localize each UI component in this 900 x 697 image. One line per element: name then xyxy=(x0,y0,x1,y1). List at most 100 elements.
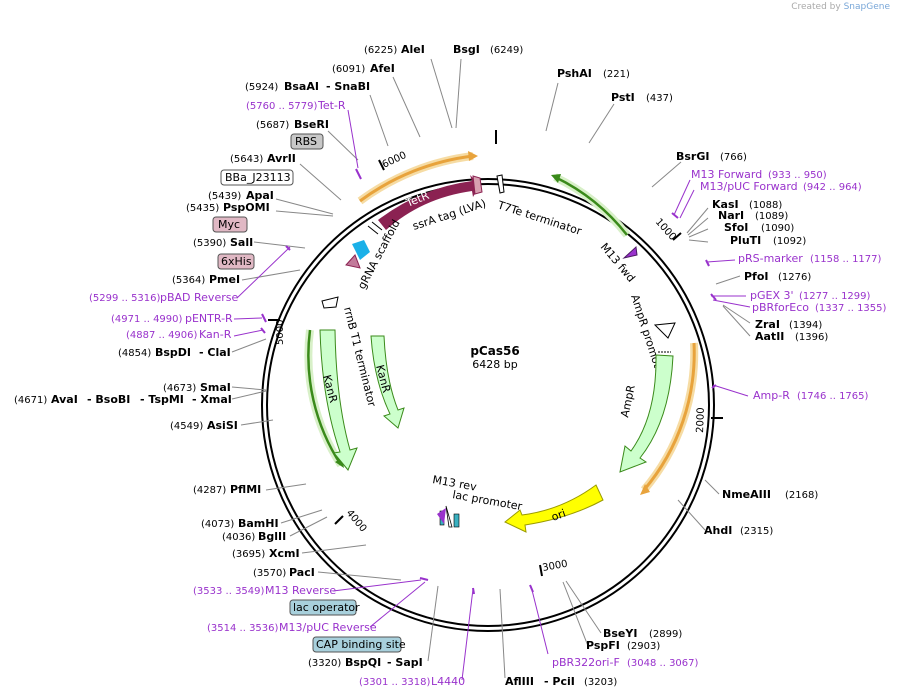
site-asisi-num: (4549) xyxy=(170,421,203,432)
box-rbs: RBS xyxy=(290,133,324,150)
site-bsrgi: BsrGI xyxy=(676,150,709,163)
svg-text:Myc: Myc xyxy=(218,218,240,231)
site-bsgi: BsgI xyxy=(453,43,480,56)
snapgene-credit: Created by SnapGene xyxy=(791,2,890,12)
site-snabi: - SnaBI xyxy=(326,80,370,93)
svg-text:BBa_J23113: BBa_J23113 xyxy=(225,171,291,184)
feature-rrnb xyxy=(321,296,339,309)
site-avrii-num: (5643) xyxy=(230,154,263,165)
svg-text:RBS: RBS xyxy=(295,135,317,148)
site-pspfi-num: (2903) xyxy=(627,641,660,652)
feature-lac-promoter-label: lac promoter xyxy=(451,488,523,513)
site-bsgi-num: (6249) xyxy=(490,45,523,56)
site-alei: AleI xyxy=(401,43,425,56)
site-bseyi-num: (2899) xyxy=(649,629,682,640)
site-nmeaiii-num: (2168) xyxy=(785,490,818,501)
site-clai: - ClaI xyxy=(199,346,231,359)
site-asisi: AsiSI xyxy=(207,419,238,432)
primer-m13-forward-num: (933 .. 950) xyxy=(768,170,827,181)
feature-m13rev xyxy=(437,508,446,524)
backbone-inner xyxy=(266,183,710,627)
feature-kanr-inner-label: KanR xyxy=(373,363,393,394)
site-xcmi: XcmI xyxy=(269,547,300,560)
box-6xhis: 6xHis xyxy=(217,253,255,270)
site-bsaai-num: (5924) xyxy=(245,82,278,93)
site-sfoi-num: (1090) xyxy=(761,223,794,234)
primer-m13puc-forward-num: (942 .. 964) xyxy=(803,182,862,193)
feature-ori xyxy=(504,484,604,533)
snapgene-logo-text: SnapGene xyxy=(843,2,890,12)
site-aatii: AatII xyxy=(755,330,784,343)
site-nmeaiii: NmeAIII xyxy=(722,488,771,501)
site-avai: AvaI xyxy=(51,393,78,406)
feature-m13fwd-label: M13 fwd xyxy=(598,241,638,285)
site-pflmi: PflMI xyxy=(230,483,261,496)
site-pfoi-num: (1276) xyxy=(778,272,811,283)
site-bspdi-num: (4854) xyxy=(118,348,151,359)
primer-m13-forward: M13 Forward xyxy=(691,168,762,181)
primer-m13puc-forward: M13/pUC Forward xyxy=(700,180,798,193)
primer-m13-reverse: M13 Reverse xyxy=(265,584,336,597)
site-pmei: PmeI xyxy=(209,273,240,286)
feature-ori-label: ori xyxy=(550,507,568,524)
site-pluti: PluTI xyxy=(730,234,761,247)
tick-6000: 6000 xyxy=(381,150,409,171)
tick-2000: 2000 xyxy=(695,407,707,433)
site-smai: SmaI xyxy=(200,381,231,394)
backbone-outer xyxy=(261,178,715,632)
box-myc: Myc xyxy=(212,216,248,233)
tick-3000: 3000 xyxy=(542,559,569,574)
plasmid-length: 6428 bp xyxy=(472,358,517,371)
feature-ampr xyxy=(619,354,674,473)
site-xmai: - XmaI xyxy=(192,393,232,406)
box-bba: BBa_J23113 xyxy=(220,169,294,186)
site-avai-num: (4671) xyxy=(14,395,47,406)
site-psti-num: (437) xyxy=(646,93,673,104)
site-afei-num: (6091) xyxy=(332,64,365,75)
primer-pbad-reverse: pBAD Reverse xyxy=(160,291,238,304)
site-bspdi: BspDI xyxy=(155,346,191,359)
feature-ssra xyxy=(472,175,483,195)
feature-grna-scaffold xyxy=(345,254,361,269)
site-pmei-num: (5364) xyxy=(172,275,205,286)
box-cap-site: CAP binding site xyxy=(312,636,406,653)
feature-cyan-marker xyxy=(352,240,370,260)
site-tspmi: - TspMI xyxy=(140,393,184,406)
site-bsrgi-num: (766) xyxy=(720,152,747,163)
site-bamhi-num: (4073) xyxy=(201,519,234,530)
primer-m13puc-reverse: M13/pUC Reverse xyxy=(279,621,377,634)
site-bseri-num: (5687) xyxy=(256,120,289,131)
primer-kan-r: Kan-R xyxy=(199,328,232,341)
site-pcii: - PciI xyxy=(544,675,575,688)
primer-pentr-r-num: (4971 .. 4990) xyxy=(111,314,183,325)
tick-4000: 4000 xyxy=(344,508,369,535)
primer-tetr: Tet-R xyxy=(317,99,346,112)
feature-t7te xyxy=(496,174,505,194)
feature-ampr-promoter xyxy=(653,322,676,339)
site-paci: PacI xyxy=(289,566,315,579)
feature-kanr-outer xyxy=(319,329,358,471)
tick-5000: 5000 xyxy=(275,320,286,345)
svg-text:6xHis: 6xHis xyxy=(221,255,252,268)
svg-text:CAP binding site: CAP binding site xyxy=(316,638,406,651)
primer-pentr-r: pENTR-R xyxy=(185,312,233,325)
site-nari-num: (1089) xyxy=(755,211,788,222)
site-sfoi: SfoI xyxy=(724,221,748,234)
site-bsobi: - BsoBI xyxy=(87,393,130,406)
site-bseri: BseRI xyxy=(294,118,329,131)
site-nari: NarI xyxy=(718,209,744,222)
primer-prs-marker-num: (1158 .. 1177) xyxy=(810,254,882,265)
site-afei: AfeI xyxy=(370,62,395,75)
feature-m13fwd xyxy=(622,245,638,259)
primer-pbr322ori-f: pBR322ori-F xyxy=(552,656,620,669)
site-pfoi: PfoI xyxy=(744,270,769,283)
site-ahdi: AhdI xyxy=(704,524,732,537)
site-sali-num: (5390) xyxy=(193,238,226,249)
site-afliii: AflIII xyxy=(505,675,534,688)
primer-pgex3: pGEX 3' xyxy=(750,289,794,302)
site-bspqi: BspQI xyxy=(345,656,381,669)
feature-ampr-label: AmpR xyxy=(618,383,638,418)
site-kasi-num: (1088) xyxy=(749,200,782,211)
site-bglii-num: (4036) xyxy=(222,532,255,543)
